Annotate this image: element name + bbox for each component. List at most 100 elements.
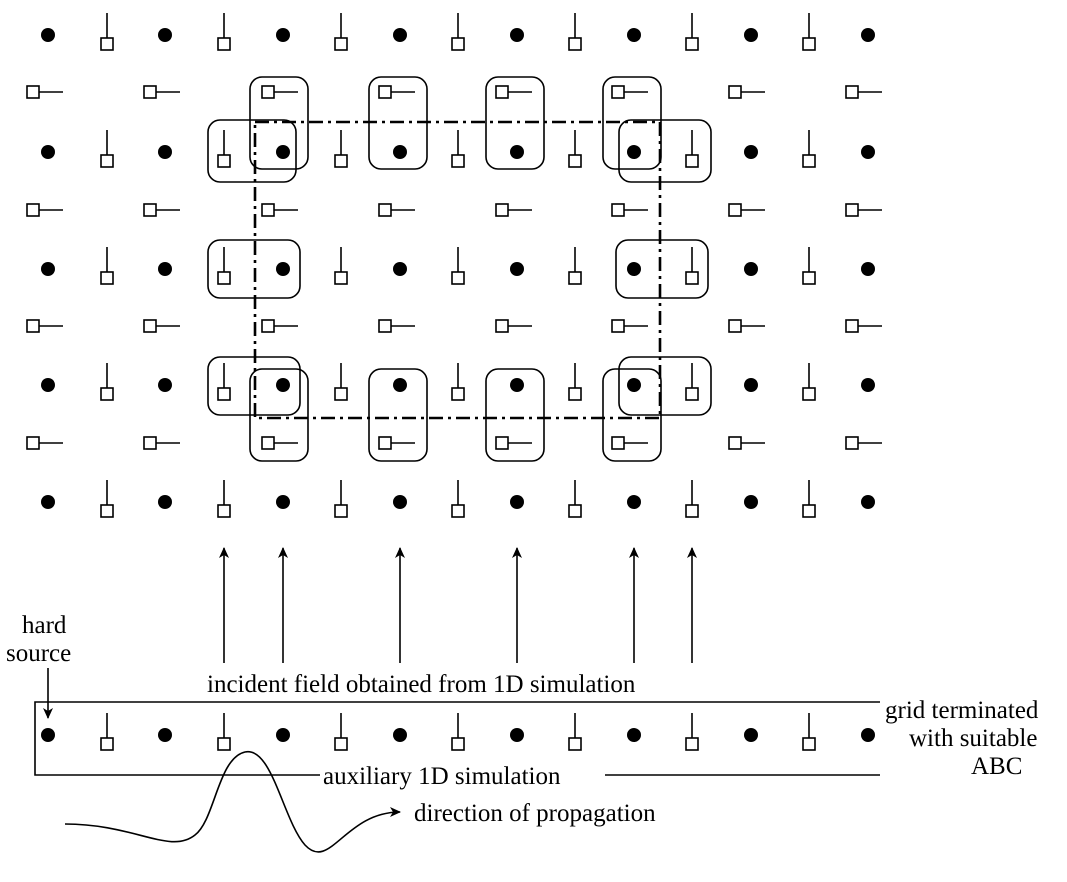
grid-node-vertical — [334, 713, 348, 751]
grid-node-dot — [627, 262, 641, 276]
grid-node-horizontal — [728, 319, 765, 333]
grid-node-vertical — [568, 363, 582, 401]
grid-node-vertical — [685, 363, 699, 401]
grid-node-dot — [861, 728, 875, 742]
total-field-boundary — [253, 120, 662, 420]
grid-node-vertical — [334, 480, 348, 518]
grid-node-dot — [158, 728, 172, 742]
grid-node-dot — [276, 728, 290, 742]
grid-node-dot — [158, 495, 172, 509]
grid-node-dot — [861, 378, 875, 392]
grid-node-horizontal — [495, 203, 532, 217]
grid-node-dot — [393, 728, 407, 742]
highlight-box — [207, 119, 297, 183]
grid-node-horizontal — [143, 85, 180, 99]
grid-node-horizontal — [611, 319, 648, 333]
grid-terminated-label-line1: grid terminated — [885, 697, 1039, 724]
grid-node-horizontal — [261, 436, 298, 450]
grid-node-dot — [510, 28, 524, 42]
grid-node-dot — [627, 495, 641, 509]
grid-node-vertical — [217, 713, 231, 751]
grid-node-dot — [861, 28, 875, 42]
grid-node-dot — [393, 262, 407, 276]
incident-field-label: incident field obtained from 1D simulati… — [207, 671, 636, 698]
highlight-box — [618, 119, 712, 183]
one-dimensional-grid — [41, 713, 875, 751]
grid-node-dot — [276, 378, 290, 392]
grid-node-dot — [510, 728, 524, 742]
grid-node-vertical — [685, 13, 699, 51]
grid-node-horizontal — [845, 203, 882, 217]
highlight-box — [249, 76, 309, 170]
grid-node-dot — [744, 495, 758, 509]
grid-node-vertical — [685, 130, 699, 168]
grid-node-vertical — [802, 247, 816, 285]
grid-node-horizontal — [728, 85, 765, 99]
grid-node-dot — [276, 495, 290, 509]
grid-node-dot — [744, 378, 758, 392]
grid-node-dot — [41, 728, 55, 742]
grid-node-dot — [158, 28, 172, 42]
highlight-box — [207, 356, 301, 416]
grid-node-dot — [41, 495, 55, 509]
grid-node-vertical — [451, 713, 465, 751]
grid-node-vertical — [568, 480, 582, 518]
grid-node-dot — [41, 28, 55, 42]
hard-source-label-line1: hard — [22, 612, 67, 639]
grid-node-horizontal — [378, 319, 415, 333]
grid-node-vertical — [334, 363, 348, 401]
highlight-box — [602, 76, 662, 170]
grid-node-horizontal — [143, 203, 180, 217]
grid-node-vertical — [451, 13, 465, 51]
grid-node-horizontal — [845, 436, 882, 450]
grid-node-horizontal — [26, 319, 63, 333]
grid-node-vertical — [802, 363, 816, 401]
grid-node-horizontal — [611, 85, 648, 99]
grid-node-dot — [744, 145, 758, 159]
grid-node-vertical — [802, 713, 816, 751]
hard-source-label-line2: source — [6, 640, 71, 667]
grid-node-vertical — [568, 13, 582, 51]
grid-node-horizontal — [26, 203, 63, 217]
grid-node-dot — [510, 145, 524, 159]
grid-node-vertical — [451, 130, 465, 168]
grid-node-vertical — [685, 247, 699, 285]
grid-node-horizontal — [261, 85, 298, 99]
grid-node-dot — [41, 145, 55, 159]
grid-node-vertical — [568, 130, 582, 168]
grid-node-vertical — [568, 713, 582, 751]
grid-node-dot — [744, 728, 758, 742]
grid-node-horizontal — [261, 203, 298, 217]
grid-node-horizontal — [611, 203, 648, 217]
grid-node-horizontal — [728, 203, 765, 217]
highlight-box — [485, 76, 545, 170]
grid-node-horizontal — [26, 436, 63, 450]
grid-node-vertical — [217, 363, 231, 401]
highlight-box — [618, 356, 712, 416]
two-dimensional-grid — [26, 13, 882, 518]
grid-node-vertical — [451, 480, 465, 518]
grid-node-vertical — [217, 480, 231, 518]
grid-node-vertical — [100, 247, 114, 285]
grid-node-dot — [627, 728, 641, 742]
grid-node-dot — [276, 145, 290, 159]
grid-node-vertical — [685, 713, 699, 751]
grid-node-horizontal — [845, 319, 882, 333]
grid-node-dot — [861, 145, 875, 159]
grid-node-vertical — [802, 480, 816, 518]
grid-node-vertical — [451, 247, 465, 285]
grid-node-horizontal — [378, 436, 415, 450]
grid-node-vertical — [100, 13, 114, 51]
grid-node-dot — [393, 495, 407, 509]
grid-terminated-label-line3: ABC — [971, 753, 1022, 780]
grid-node-vertical — [451, 363, 465, 401]
grid-node-vertical — [334, 13, 348, 51]
grid-node-dot — [510, 495, 524, 509]
grid-node-dot — [393, 28, 407, 42]
grid-node-vertical — [334, 130, 348, 168]
grid-node-dot — [627, 28, 641, 42]
grid-node-vertical — [217, 13, 231, 51]
grid-node-dot — [744, 28, 758, 42]
auxiliary-label: auxiliary 1D simulation — [323, 763, 561, 790]
direction-label: direction of propagation — [414, 800, 656, 827]
